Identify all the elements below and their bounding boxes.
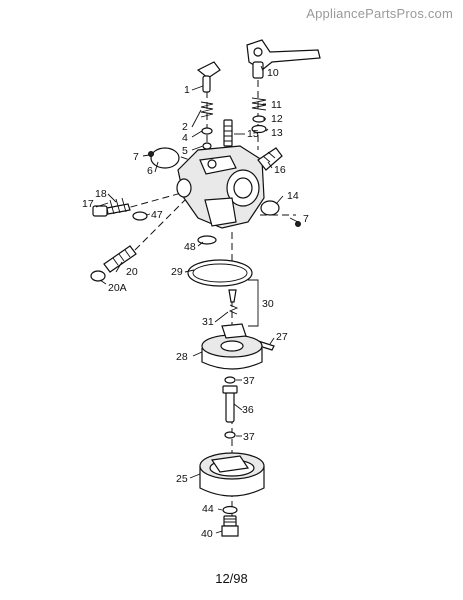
callout-11: 11 [271,99,282,111]
float-bowl [199,452,265,497]
callout-7-right: 7 [303,213,309,225]
choke-plate [148,147,180,169]
callout-14: 14 [287,190,299,202]
callout-27: 27 [276,331,288,343]
callout-20A: 20A [108,282,127,294]
choke-spring [200,101,214,118]
callout-16: 16 [274,164,286,176]
bowl-nut [221,515,239,537]
callout-15: 15 [247,128,259,140]
callout-7-left: 7 [133,151,139,163]
callout-12: 12 [271,113,283,125]
main-mixture-screw [90,245,137,282]
bowl-seal-48 [197,235,217,245]
callout-2: 2 [182,121,188,133]
callout-20: 20 [126,266,138,278]
callout-37-upper: 37 [243,375,255,387]
seal-13 [251,124,267,134]
callout-6: 6 [147,165,153,177]
callout-25: 25 [176,473,188,485]
washer-4 [201,127,213,135]
callout-28: 28 [176,351,188,363]
callout-36: 36 [242,404,254,416]
callout-17: 17 [82,198,94,210]
bowl-gasket [187,259,253,287]
callout-1: 1 [184,84,190,96]
callout-labels: 1 2 4 5 6 7 7 10 11 12 13 14 15 16 17 18… [82,67,309,540]
callout-29: 29 [171,266,183,278]
callout-48: 48 [184,241,196,253]
fuel-inlet [257,147,283,171]
idle-screw [223,119,233,147]
callout-31: 31 [202,316,214,328]
choke-shaft [196,61,221,93]
main-nozzle [222,385,238,423]
seal-47 [132,211,148,221]
throttle-spring [251,97,267,111]
throttle-lever [246,39,321,79]
washer-37-upper [224,376,236,384]
bowl-gasket-inner [192,263,248,283]
seal-5 [202,142,212,150]
callout-37-lower: 37 [243,431,255,443]
watermark: AppliancePartsPros.com [306,6,453,21]
callout-13: 13 [271,127,283,139]
callout-5: 5 [182,145,188,157]
bracket-30 [248,279,259,327]
idle-mixture-screw [92,197,131,217]
callout-40: 40 [201,528,213,540]
page-code: 12/98 [215,571,248,586]
callout-30: 30 [262,298,274,310]
float [201,323,263,370]
washer-44 [222,505,238,515]
washer-37-lower [224,431,236,439]
throttle-plate [260,200,301,227]
assembly-lines [119,80,296,520]
carburetor-body [176,145,265,229]
callout-18: 18 [95,188,107,200]
leader-lines [95,65,299,534]
callout-10: 10 [267,67,279,79]
callout-44: 44 [202,503,214,515]
inlet-needle [228,289,239,315]
callout-47: 47 [151,209,163,221]
callout-4: 4 [182,132,188,144]
